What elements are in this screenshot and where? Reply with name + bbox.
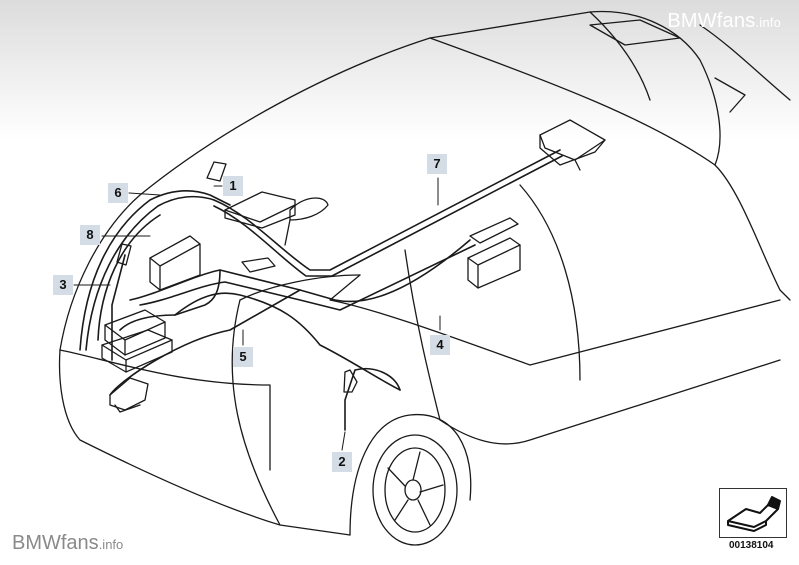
watermark-top-tld: .info bbox=[755, 15, 781, 30]
car-body-outline bbox=[58, 10, 791, 536]
callout-4: 4 bbox=[430, 335, 450, 355]
callout-3: 3 bbox=[53, 275, 73, 295]
callout-2: 2 bbox=[332, 452, 352, 472]
wiring-harness bbox=[79, 149, 563, 431]
callout-6: 6 bbox=[108, 183, 128, 203]
watermark-top-brand: BMWfans bbox=[667, 10, 756, 32]
part-number: 00138104 bbox=[729, 540, 774, 551]
callout-5: 5 bbox=[233, 347, 253, 367]
watermark-bottom-brand: BMWfans bbox=[12, 532, 99, 554]
callout-8: 8 bbox=[80, 225, 100, 245]
hand-pointer-icon bbox=[719, 488, 787, 538]
leader-lines bbox=[73, 177, 441, 451]
rear-wheel bbox=[372, 434, 458, 546]
components bbox=[101, 119, 606, 413]
callout-7: 7 bbox=[427, 154, 447, 174]
callout-1: 1 bbox=[223, 176, 243, 196]
watermark-top: BMWfans.info bbox=[667, 10, 781, 33]
watermark-bottom: BMWfans.info bbox=[12, 532, 123, 555]
watermark-bottom-tld: .info bbox=[98, 537, 124, 552]
